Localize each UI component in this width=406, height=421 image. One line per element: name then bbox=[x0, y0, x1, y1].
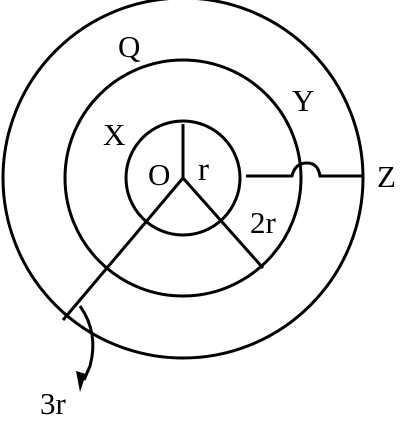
label-z: Z bbox=[377, 159, 396, 194]
radius-line-lower-left bbox=[61, 177, 185, 321]
connector-line-with-hop bbox=[246, 161, 363, 178]
label-o: O bbox=[148, 157, 170, 192]
label-r: r bbox=[198, 152, 209, 188]
radius-line-lower-right bbox=[181, 177, 265, 269]
label-y: Y bbox=[292, 83, 314, 118]
middle-circle bbox=[63, 58, 303, 298]
arrowhead-icon bbox=[76, 371, 86, 392]
inner-circle bbox=[124, 119, 242, 237]
label-3r: 3r bbox=[40, 386, 67, 421]
label-q: Q bbox=[118, 29, 140, 64]
outer-circle bbox=[1, 0, 365, 360]
label-2r: 2r bbox=[250, 205, 277, 240]
outer-radius-arrow bbox=[78, 305, 95, 381]
label-x: X bbox=[103, 117, 125, 152]
